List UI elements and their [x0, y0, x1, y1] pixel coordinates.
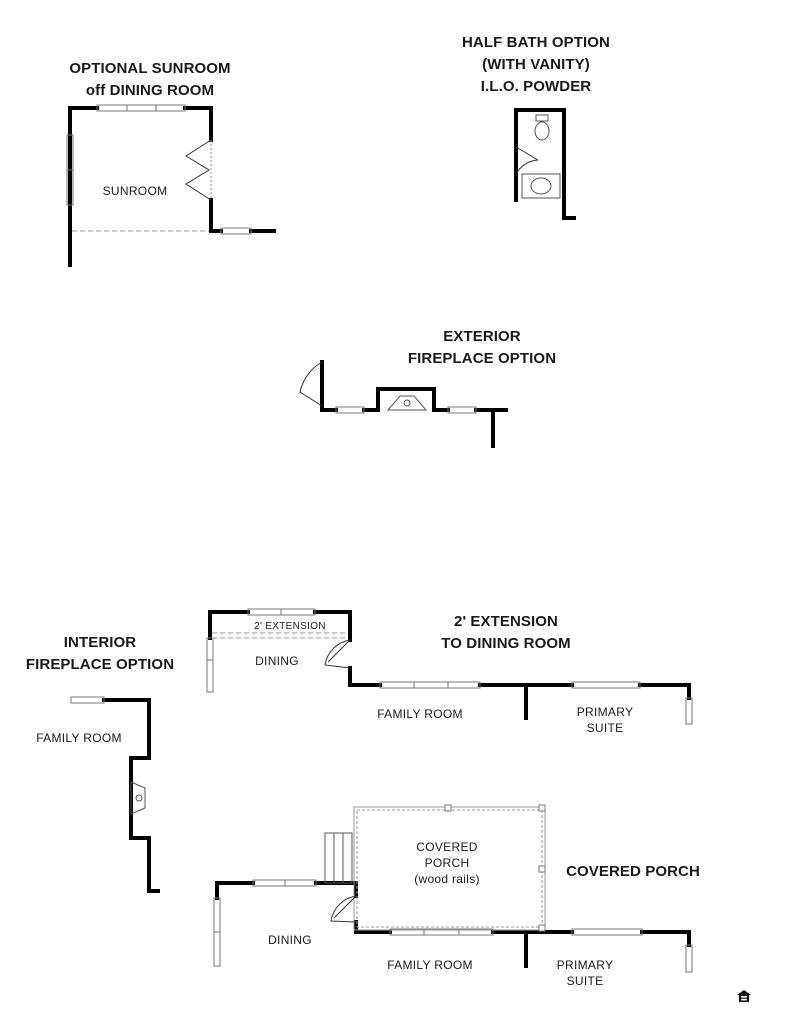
extension-title: 2' EXTENSION TO DINING ROOM: [441, 613, 571, 652]
sunroom-title: OPTIONAL SUNROOM off DINING ROOM: [69, 60, 231, 99]
extension-family-window: [379, 681, 481, 689]
interior-fireplace-title: INTERIOR FIREPLACE OPTION: [25, 634, 175, 673]
vanity-sink-icon: [521, 173, 561, 199]
exterior-fireplace-title: EXTERIOR FIREPLACE OPTION: [407, 328, 557, 367]
extension-right-window: [685, 697, 693, 725]
interior-family-room-label: FAMILY ROOM: [36, 731, 122, 745]
porch-right-window: [685, 944, 693, 973]
covered-porch-walls: [215, 881, 691, 968]
porch-posts: [444, 804, 546, 932]
sunroom-bifold-door: [185, 139, 212, 201]
covered-porch-label: COVERED PORCH (wood rails): [414, 840, 480, 886]
half-bath-walls: [514, 108, 576, 220]
sunroom-walls: [68, 106, 276, 267]
exterior-fireplace-window-right: [447, 406, 477, 414]
exterior-door-swing: [299, 361, 323, 407]
interior-fireplace-plan: [70, 696, 160, 893]
extension-door-swing: [324, 639, 351, 669]
porch-primary-window: [571, 928, 643, 936]
sunroom-left-window: [66, 134, 74, 206]
exterior-fireplace-plan: [299, 360, 508, 448]
extension-dashed-lines: [212, 632, 348, 639]
fireplace-icon: [386, 395, 428, 411]
porch-dining-label: DINING: [268, 933, 312, 947]
extension-top-window: [247, 608, 316, 616]
porch-top-window: [252, 879, 317, 887]
sunroom-top-window: [96, 104, 186, 112]
interior-fireplace-icon: [130, 781, 146, 815]
porch-door-swing: [330, 895, 357, 923]
extension-primary-window: [571, 681, 641, 689]
porch-family-room-label: FAMILY ROOM: [387, 958, 473, 972]
extension-label: 2' EXTENSION: [254, 621, 326, 632]
extension-left-window: [206, 637, 214, 693]
porch-family-window: [389, 928, 494, 936]
extension-family-room-label: FAMILY ROOM: [377, 707, 463, 721]
covered-porch-plan: [213, 804, 693, 973]
sunroom-plan: [66, 104, 276, 267]
porch-left-window: [213, 897, 221, 967]
covered-porch-title: COVERED PORCH: [566, 863, 700, 880]
interior-fireplace-window: [70, 696, 105, 704]
equal-housing-opportunity-icon: [737, 990, 751, 1002]
half-bath-title: HALF BATH OPTION (WITH VANITY) I.L.O. PO…: [462, 34, 610, 95]
extension-plan: [206, 608, 693, 725]
half-bath-plan: [514, 108, 576, 220]
exterior-fireplace-window-left: [335, 406, 365, 414]
extension-walls: [208, 610, 691, 720]
extension-primary-suite-label: PRIMARY SUITE: [576, 705, 634, 735]
half-bath-door-swing: [515, 146, 539, 175]
toilet-icon: [534, 114, 550, 141]
exterior-fireplace-walls: [320, 360, 508, 448]
porch-primary-suite-label: PRIMARY SUITE: [556, 958, 614, 988]
porch-steps: [324, 832, 353, 884]
sunroom-label: SUNROOM: [102, 184, 168, 198]
extension-dining-label: DINING: [255, 654, 299, 668]
sunroom-right-window: [220, 227, 252, 235]
